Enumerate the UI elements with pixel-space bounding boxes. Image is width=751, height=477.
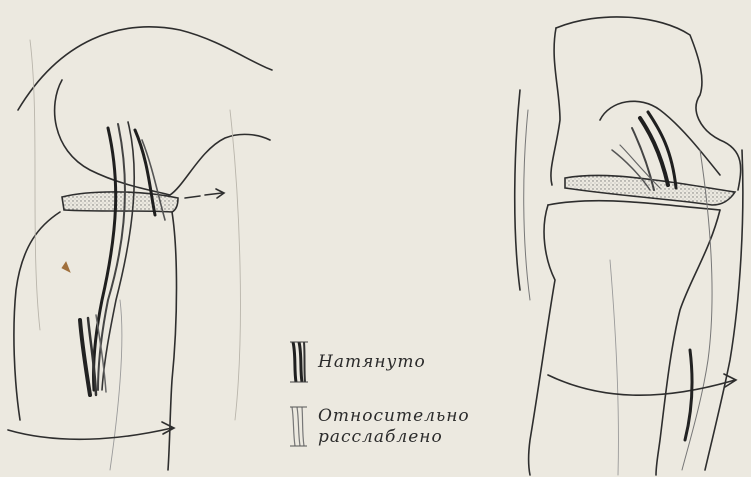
- left-displacement-arrow: [185, 193, 222, 198]
- left-ligament: [80, 122, 165, 395]
- left-femur-condyle: [55, 80, 270, 195]
- right-tibia-mid: [610, 260, 618, 475]
- legend-relaxed-label-line2: расслаблено: [318, 427, 443, 448]
- legend-relaxed-label-line1: Относительно: [318, 406, 470, 427]
- right-knee-drawing: [515, 17, 743, 475]
- legend-relaxed-swatch: [290, 407, 307, 446]
- right-femur-left-edge: [551, 28, 560, 185]
- left-tibia-left-edge: [14, 212, 60, 420]
- right-rotation-arrow: [548, 375, 735, 395]
- left-rotation-arrow: [8, 428, 172, 439]
- legend-tense-swatch: [290, 342, 308, 382]
- right-ligament: [612, 112, 692, 440]
- legend-tense-label: Натянуто: [318, 352, 426, 373]
- right-tibia-left-edge: [529, 205, 556, 475]
- left-knee-drawing: [8, 27, 272, 470]
